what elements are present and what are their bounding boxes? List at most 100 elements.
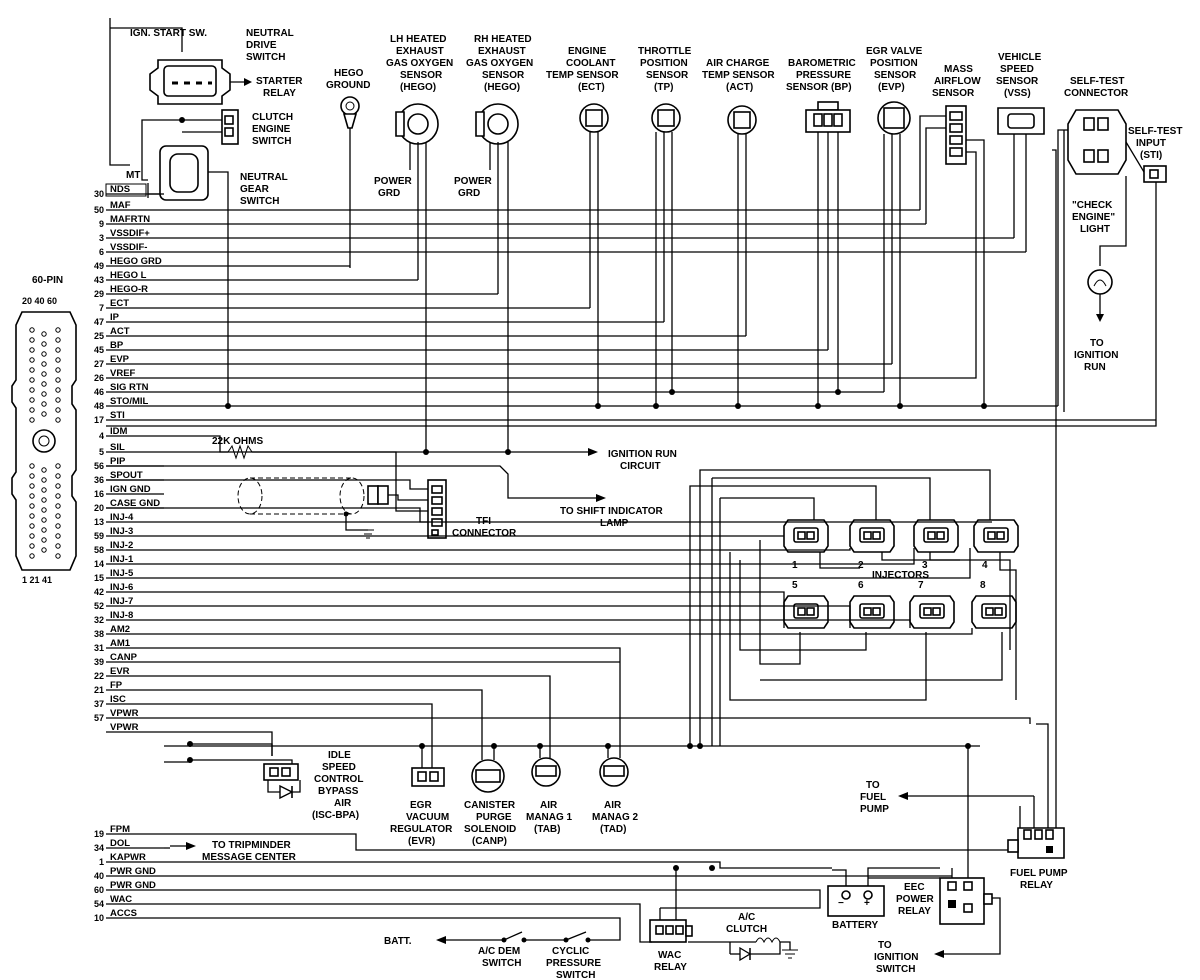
ecu-pin-dot [55,337,61,343]
ect-sensor: ENGINE COOLANT TEMP SENSOR (ECT) [546,46,619,406]
pin-number: 31 [94,643,104,653]
pin-number: 21 [94,685,104,695]
tripminder-line-2: MESSAGE CENTER [202,852,297,863]
tab-line-1: AIR [540,800,558,811]
ecu-pin-dot [41,331,47,337]
evp-sensor: EGR VALVE POSITION SENSOR (EVP) [866,46,923,406]
pin-number: 58 [94,545,104,555]
canp-solenoid: CANISTER PURGE SOLENOID (CANP) [464,710,516,847]
act-line-2: TEMP SENSOR [702,70,775,81]
battery-plus: + [864,898,870,909]
injector-pin [863,607,872,616]
power-grd-2-line-2: GRD [458,188,480,199]
wire [164,675,551,696]
injector-pin [872,607,881,616]
pin-number: 43 [94,275,104,285]
signal-label: VREF [110,368,136,379]
ecu-pin-dot [41,381,47,387]
ecu-pin-dot [41,341,47,347]
neutral-gear-line-3: SWITCH [240,196,279,207]
pin-number: 49 [94,261,104,271]
to-ign-switch-line-3: SWITCH [876,964,915,975]
ecu-pin-dot [29,503,35,509]
to-fuel-pump-line-3: PUMP [860,804,889,815]
isc-line-6: (ISC-BPA) [312,810,359,821]
signal-label: MAFRTN [110,214,150,225]
wire [164,591,785,628]
act-line-1: AIR CHARGE [706,58,770,69]
canp-line-1: CANISTER [464,800,516,811]
junction-dot [835,389,841,395]
to-ign-switch-line-2: IGNITION [874,952,918,963]
neutral-gear-line-2: GEAR [240,184,270,195]
signal-wires [148,180,1156,922]
signal-label: INJ-2 [110,540,133,551]
injector: 1 [783,519,829,571]
vss-line-3: SENSOR [996,76,1039,87]
rh-hego-line-3: GAS OXYGEN [466,58,533,69]
signal-label: VSSDIF- [110,242,147,253]
ecu-pin-dot [41,507,47,513]
neutral-gear-switch: MT NEUTRAL GEAR SWITCH [126,145,288,264]
tp-line-4: (TP) [654,82,673,93]
power-grd-1-line-1: POWER [374,176,413,187]
rh-hego-sensor: RH HEATED EXHAUST GAS OXYGEN SENSOR (HEG… [454,34,533,452]
wire [164,548,915,565]
ecu-pin-dot [55,543,61,549]
sti-line-1: SELF-TEST [1128,126,1182,137]
pin-number: 15 [94,573,104,583]
pin-number: 7 [99,303,104,313]
ecu-pin-dot [55,513,61,519]
pin-number: 57 [94,713,104,723]
tfi-connector: TFI CONNECTOR [106,466,517,539]
bp-sensor: BAROMETRIC PRESSURE SENSOR (BP) [786,58,856,406]
tp-line-2: POSITION [640,58,688,69]
injector-pin [996,531,1005,540]
ohms-label: 22K OHMS [212,436,263,447]
injector-pin [797,607,806,616]
rh-hego-line-5: (HEGO) [484,82,520,93]
clutch-line-1: CLUTCH [252,112,293,123]
wire [164,861,832,869]
hego-ground-line-2: GROUND [326,80,370,91]
signal-label: INJ-4 [110,512,134,523]
power-grd-2-line-1: POWER [454,176,493,187]
junction-dot [491,743,497,749]
evp-line-2: POSITION [870,58,918,69]
injector: 6 [849,580,895,629]
wire [164,647,621,662]
pin-number: 30 [94,189,104,199]
ecu-top-pins: 20 40 60 [22,296,57,306]
pin-number: 32 [94,615,104,625]
junction-dot [537,743,543,749]
pin-number: 36 [94,475,104,485]
ecu-bottom-pins: 1 21 41 [22,575,52,585]
eec-line-2: POWER [896,894,935,905]
isc-line-3: CONTROL [314,774,363,785]
junction-dot [965,743,971,749]
pin-number: 1 [99,857,104,867]
isc-line-1: IDLE [328,750,351,761]
bp-line-1: BAROMETRIC [788,58,856,69]
wire [164,889,821,909]
signal-label: HEGO L [110,270,147,281]
pin-number: 50 [94,205,104,215]
pin-number: 9 [99,219,104,229]
hego-ground: HEGO GROUND [326,68,370,268]
injector-pin [872,531,881,540]
signal-label: ACT [110,326,130,337]
tfi-line-2: CONNECTOR [452,528,517,539]
